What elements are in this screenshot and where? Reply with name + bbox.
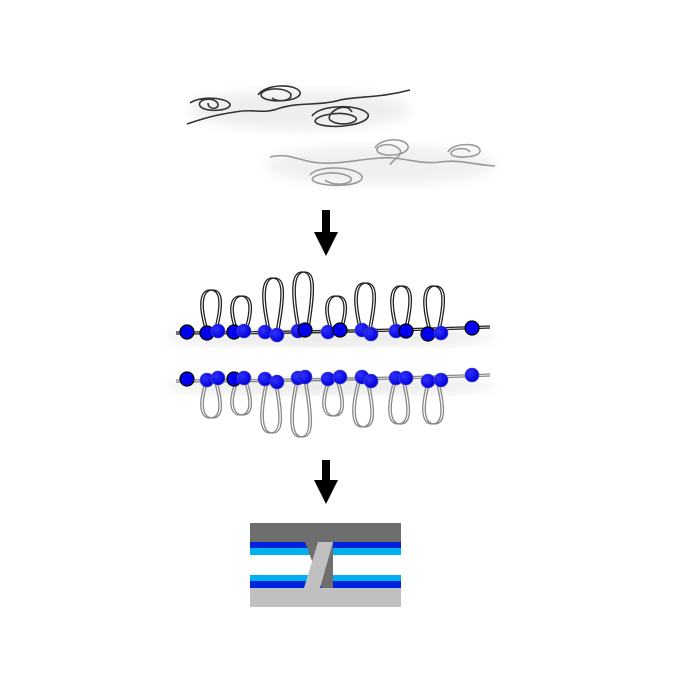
bead xyxy=(257,324,273,340)
light-coil-chain xyxy=(265,139,496,187)
bead xyxy=(433,372,449,388)
chain-loop xyxy=(262,379,283,434)
chain-loop xyxy=(327,295,348,333)
chain-loop xyxy=(390,379,411,425)
down-arrow-icon xyxy=(314,210,338,256)
layered-structure xyxy=(250,523,401,607)
bead xyxy=(464,320,480,336)
light-bridge xyxy=(304,542,333,588)
bead xyxy=(297,369,313,385)
chain-loop xyxy=(202,379,223,419)
bead xyxy=(363,373,379,389)
bead xyxy=(236,323,252,339)
bead xyxy=(179,324,195,340)
bead xyxy=(179,371,195,387)
bottom-light-layer xyxy=(250,588,401,607)
chain-loop xyxy=(356,282,377,333)
bead xyxy=(332,322,348,338)
chain-loop xyxy=(264,277,285,333)
top-dark-layer xyxy=(250,523,401,542)
lower-chain xyxy=(165,367,495,438)
bead xyxy=(363,326,379,342)
bead xyxy=(297,322,313,338)
bead xyxy=(269,327,285,343)
chain-loop xyxy=(424,379,445,425)
bead xyxy=(420,326,436,342)
chain-loop xyxy=(202,289,223,333)
bead xyxy=(236,370,252,386)
bead xyxy=(210,370,226,386)
bead xyxy=(257,371,273,387)
down-arrow-icon xyxy=(314,460,338,504)
bead xyxy=(210,323,226,339)
bead xyxy=(433,325,449,341)
bead xyxy=(320,371,336,387)
bead xyxy=(269,374,285,390)
chain-loop xyxy=(294,271,315,333)
bead xyxy=(420,373,436,389)
chain-loop xyxy=(232,295,253,333)
upper-chain xyxy=(165,271,495,346)
bead xyxy=(398,323,414,339)
chain-loop xyxy=(324,379,345,417)
chain-loop xyxy=(354,379,375,428)
bead xyxy=(398,370,414,386)
chain-loop xyxy=(292,379,313,438)
bead xyxy=(332,369,348,385)
dark-coil-chain xyxy=(186,85,411,130)
looped-chains xyxy=(165,271,495,438)
chain-loop xyxy=(392,285,413,333)
chain-loop xyxy=(232,379,253,416)
chain-loop xyxy=(425,285,446,333)
bead xyxy=(464,367,480,383)
